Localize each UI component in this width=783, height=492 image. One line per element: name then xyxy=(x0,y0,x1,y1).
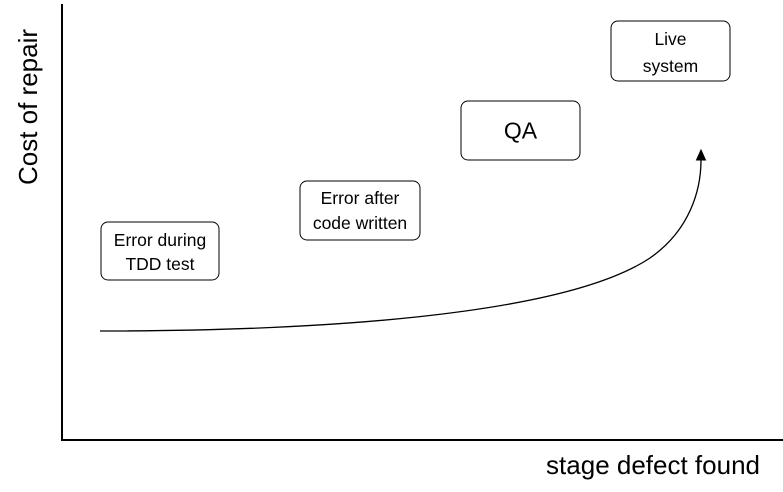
stage-box-error-during-tdd-test: Error during TDD test xyxy=(100,221,220,281)
stage-label-line: Error after xyxy=(321,188,400,208)
stage-label-line: Error during xyxy=(114,230,206,250)
stage-box-live-system: Live system xyxy=(610,20,731,82)
stage-box-qa: QA xyxy=(460,100,581,161)
x-axis-label: stage defect found xyxy=(546,450,760,480)
cost-curve xyxy=(99,159,702,332)
stage-label-line: code written xyxy=(313,213,407,233)
stage-label-line: Live xyxy=(654,29,686,49)
stage-label-line: QA xyxy=(504,118,538,144)
stage-label-line: TDD test xyxy=(125,254,194,274)
cost-curve-arrowhead xyxy=(695,148,707,161)
stage-box-error-after-code-written: Error after code written xyxy=(299,180,421,241)
stage-label-line: system xyxy=(643,56,698,76)
y-axis-label: Cost of repair xyxy=(13,29,43,185)
